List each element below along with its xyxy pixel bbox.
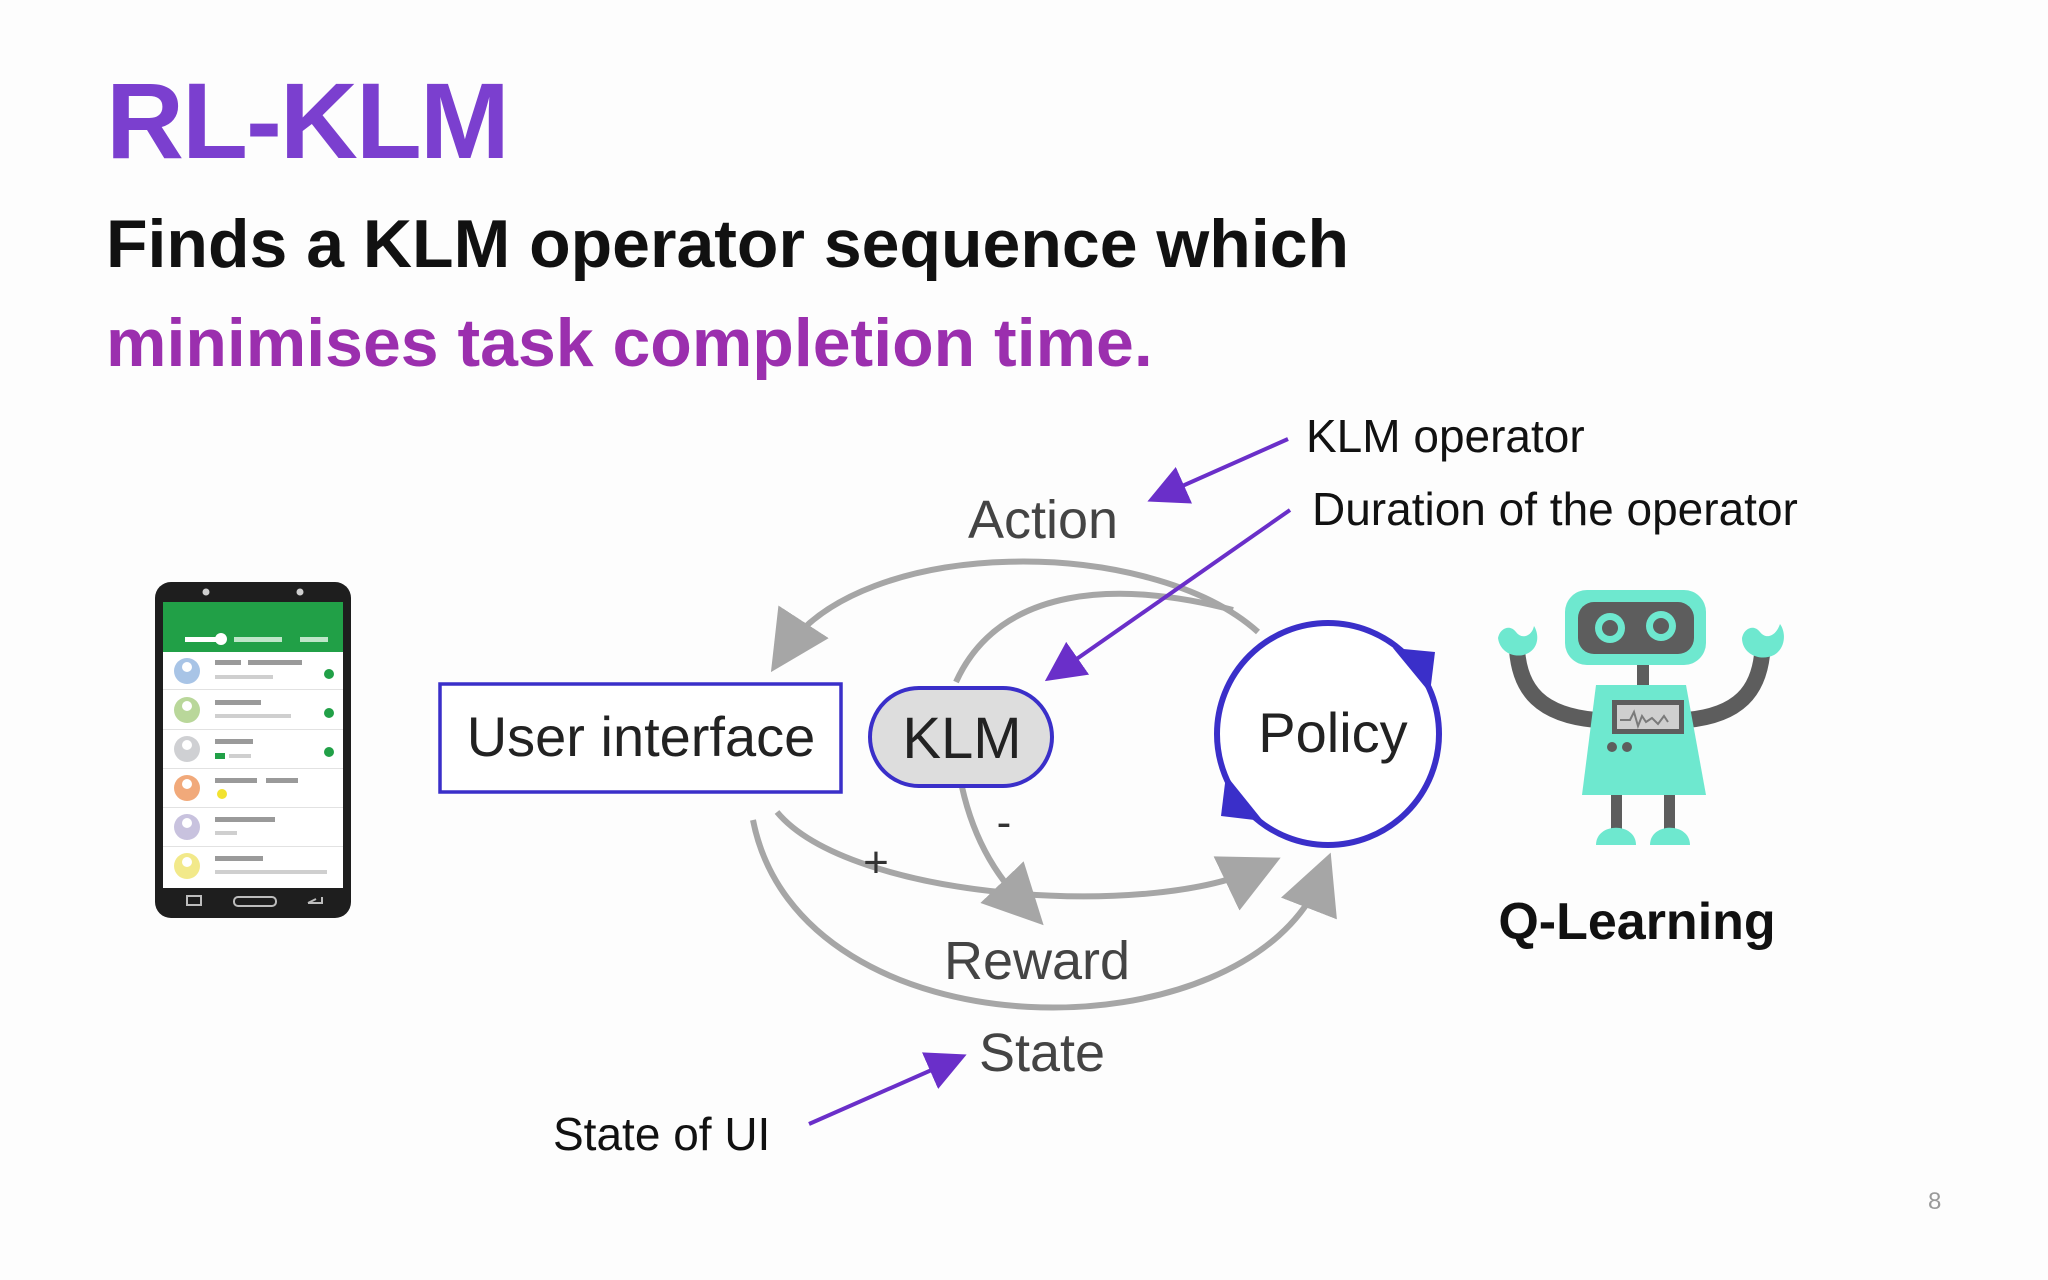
annotation-arrows [808, 437, 1292, 1126]
klm-to-reward-arrow [959, 786, 1044, 926]
state-arrow [750, 819, 1337, 1011]
minus-label: - [997, 798, 1012, 847]
robot-icon [1498, 590, 1784, 845]
reward-label: Reward [944, 931, 1130, 991]
flow-arrows [750, 558, 1337, 1011]
action-label: Action [968, 490, 1118, 550]
state-of-ui-arrow [808, 1052, 967, 1126]
subtitle-line-1: Finds a KLM operator sequence which [106, 206, 1350, 282]
duration-arrow [1044, 508, 1292, 682]
user-interface-label: User interface [467, 705, 816, 768]
subtitle-line-2: minimises task completion time. [106, 305, 1153, 381]
page-number: 8 [1928, 1188, 1942, 1215]
slide-title: RL-KLM [106, 60, 510, 181]
smartphone-icon [155, 582, 351, 918]
duration-annotation: Duration of the operator [1312, 483, 1798, 535]
user-interface-box [438, 682, 843, 794]
policy-cycle [1214, 620, 1442, 848]
klm-node [868, 686, 1054, 788]
policy-to-klm-curve [953, 590, 1234, 684]
action-arrow [770, 558, 1261, 673]
reward-arrow [774, 810, 1281, 911]
klm-operator-arrow [1147, 437, 1289, 504]
policy-label: Policy [1258, 701, 1407, 764]
klm-label: KLM [902, 706, 1021, 771]
state-of-ui-annotation: State of UI [553, 1108, 770, 1160]
state-label: State [979, 1023, 1105, 1083]
klm-operator-annotation: KLM operator [1306, 410, 1585, 462]
q-learning-label: Q-Learning [1498, 893, 1775, 951]
plus-label: + [863, 838, 889, 887]
